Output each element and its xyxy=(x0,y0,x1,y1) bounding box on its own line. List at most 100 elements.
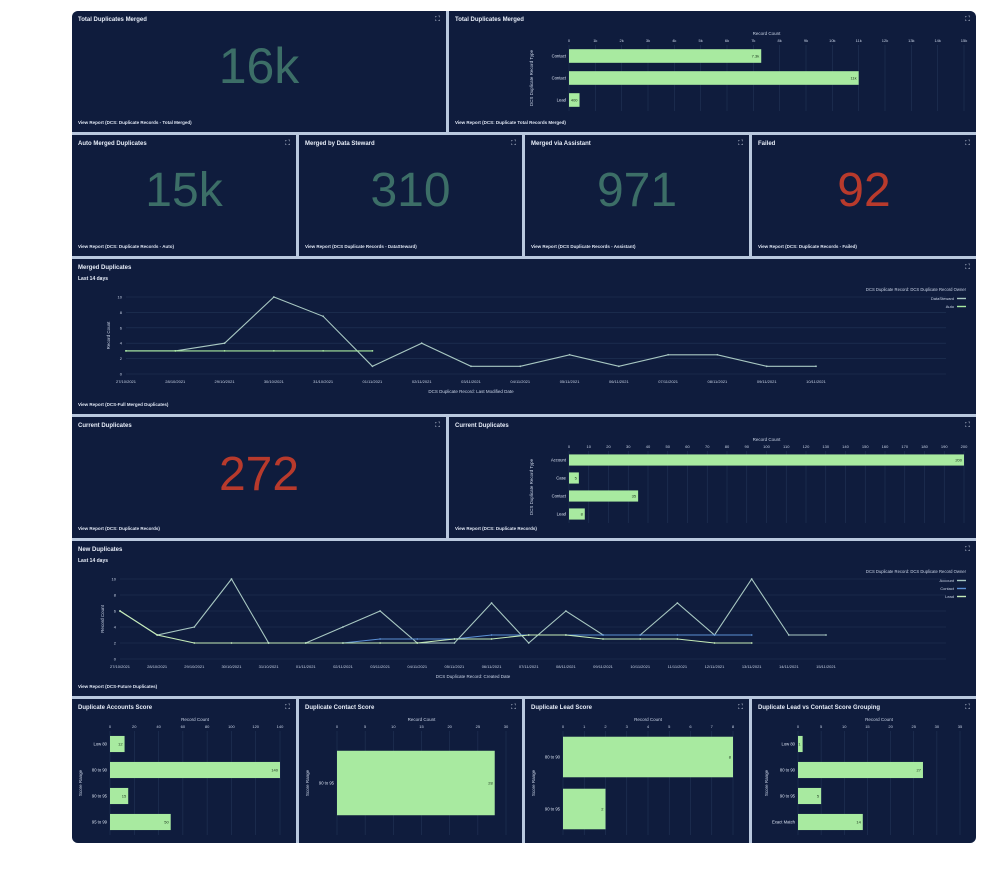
data-point xyxy=(617,365,620,368)
x-tick-label: 13k xyxy=(908,38,914,43)
data-label: 14 xyxy=(856,820,861,825)
x-tick-label: 09/11/2021 xyxy=(593,664,613,669)
expand-icon[interactable]: ⛶ xyxy=(285,704,290,711)
expand-icon[interactable]: ⛶ xyxy=(738,140,743,147)
kpi-auto-merged[interactable]: Auto Merged Duplicates ⛶ 15k View Report… xyxy=(72,135,296,256)
view-report-link[interactable]: View Report (DCS-Future Duplicates) xyxy=(78,684,158,689)
expand-icon[interactable]: ⛶ xyxy=(511,140,516,147)
x-tick-label: 15/11/2021 xyxy=(816,664,836,669)
data-point xyxy=(379,642,382,644)
x-tick-label: 140 xyxy=(277,724,284,729)
view-report-link[interactable]: View Report (DCS: Duplicate Records - Au… xyxy=(78,244,175,249)
legend-label: Lead xyxy=(945,594,954,599)
data-label: 8 xyxy=(581,512,584,517)
x-tick-label: 120 xyxy=(803,444,810,449)
bar xyxy=(569,508,585,520)
view-report-link[interactable]: View Report (DCS-Full Merged Duplicates) xyxy=(78,402,169,407)
view-report-link[interactable]: View Report (DCS: Duplicate Records - To… xyxy=(78,120,192,125)
x-tick-label: 15 xyxy=(865,724,870,729)
expand-icon[interactable]: ⛶ xyxy=(965,546,970,553)
category-label: Contact xyxy=(552,494,567,499)
x-axis-title: Record Count xyxy=(634,717,663,722)
data-point xyxy=(342,626,344,628)
bar xyxy=(110,813,171,831)
x-tick-label: 7 xyxy=(711,724,714,729)
data-point xyxy=(416,642,419,644)
x-tick-label: 28/10/2021 xyxy=(147,664,168,669)
x-tick-label: 0 xyxy=(336,724,339,729)
kpi-assistant[interactable]: Merged via Assistant ⛶ 971 View Report (… xyxy=(525,135,749,256)
x-tick-label: 180 xyxy=(921,444,928,449)
data-point xyxy=(267,642,270,644)
data-point xyxy=(322,350,325,352)
kpi-value: 971 xyxy=(596,164,678,217)
x-tick-label: 0 xyxy=(568,444,571,449)
x-tick-label: 30/10/2021 xyxy=(264,379,285,384)
x-tick-label: 25 xyxy=(911,724,916,729)
expand-icon[interactable]: ⛶ xyxy=(965,704,970,711)
data-point xyxy=(193,642,196,644)
x-tick-label: 20 xyxy=(888,724,893,729)
bar xyxy=(569,472,579,484)
view-report-link[interactable]: View Report (DCS: Duplicate Records) xyxy=(78,526,160,531)
expand-icon[interactable]: ⛶ xyxy=(965,16,970,23)
x-tick-label: 08/11/2021 xyxy=(556,664,576,669)
card-title: Duplicate Accounts Score xyxy=(78,705,153,711)
kpi-current-duplicates[interactable]: Current Duplicates ⛶ 272 View Report (DC… xyxy=(72,417,446,538)
y-tick-label: 2 xyxy=(120,356,123,361)
kpi-value: 16k xyxy=(218,38,300,94)
y-tick-label: 8 xyxy=(114,593,117,598)
card-title: Current Duplicates xyxy=(455,423,509,429)
expand-icon[interactable]: ⛶ xyxy=(511,704,516,711)
expand-icon[interactable]: ⛶ xyxy=(965,264,970,271)
x-tick-label: 0 xyxy=(797,724,800,729)
expand-icon[interactable]: ⛶ xyxy=(965,422,970,429)
data-point xyxy=(825,634,827,636)
x-tick-label: 10 xyxy=(587,444,592,449)
view-report-link[interactable]: View Report (DCS: Duplicate Total Record… xyxy=(455,120,566,125)
expand-icon[interactable]: ⛶ xyxy=(285,140,290,147)
legend-title: DCS Duplicate Record: DCS Duplicate Reco… xyxy=(866,569,967,574)
data-point xyxy=(322,315,325,318)
x-tick-label: 5 xyxy=(364,724,367,729)
expand-icon[interactable]: ⛶ xyxy=(435,16,440,23)
data-point xyxy=(667,353,670,356)
x-tick-label: 28/10/2021 xyxy=(165,379,186,384)
data-point xyxy=(787,634,790,636)
x-tick-label: 15k xyxy=(961,38,967,43)
bar xyxy=(569,490,639,502)
expand-icon[interactable]: ⛶ xyxy=(435,422,440,429)
view-report-link[interactable]: View Report (DCS Duplicate Records - Dat… xyxy=(305,244,417,249)
kpi-total-merged[interactable]: Total Duplicates Merged ⛶ 16k View Repor… xyxy=(72,11,446,132)
expand-icon[interactable]: ⛶ xyxy=(738,704,743,711)
x-tick-label: 1 xyxy=(583,724,586,729)
data-point xyxy=(272,350,275,352)
data-point xyxy=(453,638,456,640)
data-point xyxy=(125,350,127,352)
category-label: Contact xyxy=(552,76,567,81)
x-tick-label: 07/11/2021 xyxy=(658,379,678,384)
data-label: 50 xyxy=(164,820,169,825)
category-label: Low 80 xyxy=(93,742,107,747)
x-tick-label: 20 xyxy=(447,724,452,729)
view-report-link[interactable]: View Report (DCS: Duplicate Records - Fa… xyxy=(758,244,857,249)
x-tick-label: 60 xyxy=(685,444,690,449)
y-tick-label: 0 xyxy=(114,657,117,662)
x-tick-label: 10/11/2021 xyxy=(806,379,826,384)
kpi-data-steward[interactable]: Merged by Data Steward ⛶ 310 View Report… xyxy=(299,135,522,256)
category-label: Lead xyxy=(557,512,567,517)
view-report-link[interactable]: View Report (DCS Duplicate Records - Ass… xyxy=(531,244,636,249)
x-tick-label: 5 xyxy=(820,724,823,729)
category-label: 90 to 95 xyxy=(545,807,561,812)
expand-icon[interactable]: ⛶ xyxy=(965,140,970,147)
x-tick-label: 11k xyxy=(856,38,862,43)
category-label: Lead xyxy=(557,98,567,103)
x-tick-label: 40 xyxy=(156,724,161,729)
dashboard: Total Duplicates Merged ⛶ 16k View Repor… xyxy=(72,11,976,843)
kpi-failed[interactable]: Failed ⛶ 92 View Report (DCS: Duplicate … xyxy=(752,135,976,256)
view-report-link[interactable]: View Report (DCS: Duplicate Records) xyxy=(455,526,537,531)
